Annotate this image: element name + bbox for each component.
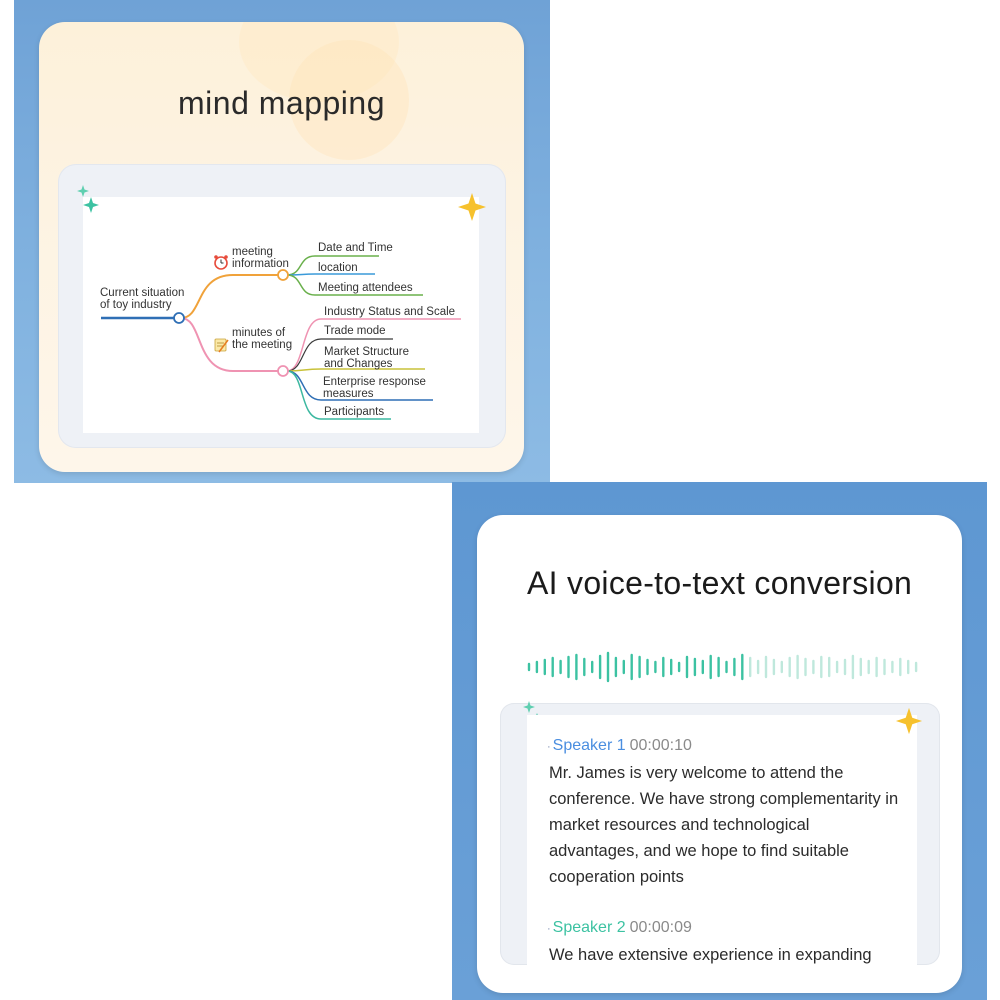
child-label-line1: Enterprise response <box>323 376 426 388</box>
branch-node <box>277 365 289 377</box>
voice-to-text-title: AI voice-to-text conversion <box>527 565 913 601</box>
child-label: Participants <box>324 406 384 418</box>
speaker-name: Speaker 1 <box>552 737 626 754</box>
speaker-dot-icon: · <box>547 923 551 935</box>
root-label-line2: of toy industry <box>100 299 172 311</box>
child-connector <box>286 318 461 372</box>
child-label-line1: Market Structure <box>324 346 409 358</box>
child-label: Trade mode <box>324 325 386 337</box>
speaker-timestamp: 00:00:09 <box>629 919 692 936</box>
sparkle-yellow-icon <box>895 707 923 735</box>
branch-connector-minutes <box>180 317 281 372</box>
speaker-timestamp: 00:00:10 <box>629 737 692 754</box>
child-label: Industry Status and Scale <box>324 306 455 318</box>
child-label: location <box>318 262 358 274</box>
child-label: Meeting attendees <box>318 282 413 294</box>
memo-icon <box>214 338 229 353</box>
speaker-name: Speaker 2 <box>552 919 626 936</box>
child-label-line2: and Changes <box>324 358 393 370</box>
transcript-text: Mr. James is very welcome to attend the … <box>549 764 899 886</box>
root-node <box>173 312 185 324</box>
mind-mapping-title: mind mapping <box>178 85 385 121</box>
branch-connector-meeting-info <box>180 274 281 319</box>
branch-label-line1: minutes of <box>232 327 286 339</box>
child-label: Date and Time <box>318 242 393 254</box>
mind-map-screen: Current situation of toy industry meetin… <box>83 197 479 433</box>
sparkle-yellow-icon <box>458 193 486 221</box>
speaker-dot-icon: · <box>547 741 551 753</box>
mind-mapping-card: mind mapping <box>39 22 524 472</box>
child-connector <box>286 273 375 276</box>
child-label-line2: measures <box>323 388 374 400</box>
branch-label-line2: information <box>232 258 289 270</box>
branch-label-line2: the meeting <box>232 339 292 351</box>
branch-node <box>277 269 289 281</box>
child-connector <box>286 370 391 420</box>
child-connector <box>286 368 425 372</box>
decorative-blob <box>289 40 409 160</box>
alarm-clock-icon <box>214 255 228 270</box>
child-connector <box>286 338 393 372</box>
root-label-line1: Current situation <box>100 287 184 299</box>
child-connector <box>286 274 423 296</box>
transcript-text: We have extensive experience in expandin… <box>549 946 872 964</box>
mind-map-diagram: Current situation of toy industry meetin… <box>100 242 461 420</box>
sparkle-green-icon <box>77 185 99 213</box>
audio-waveform <box>527 651 918 683</box>
branch-label-line1: meeting <box>232 246 273 258</box>
